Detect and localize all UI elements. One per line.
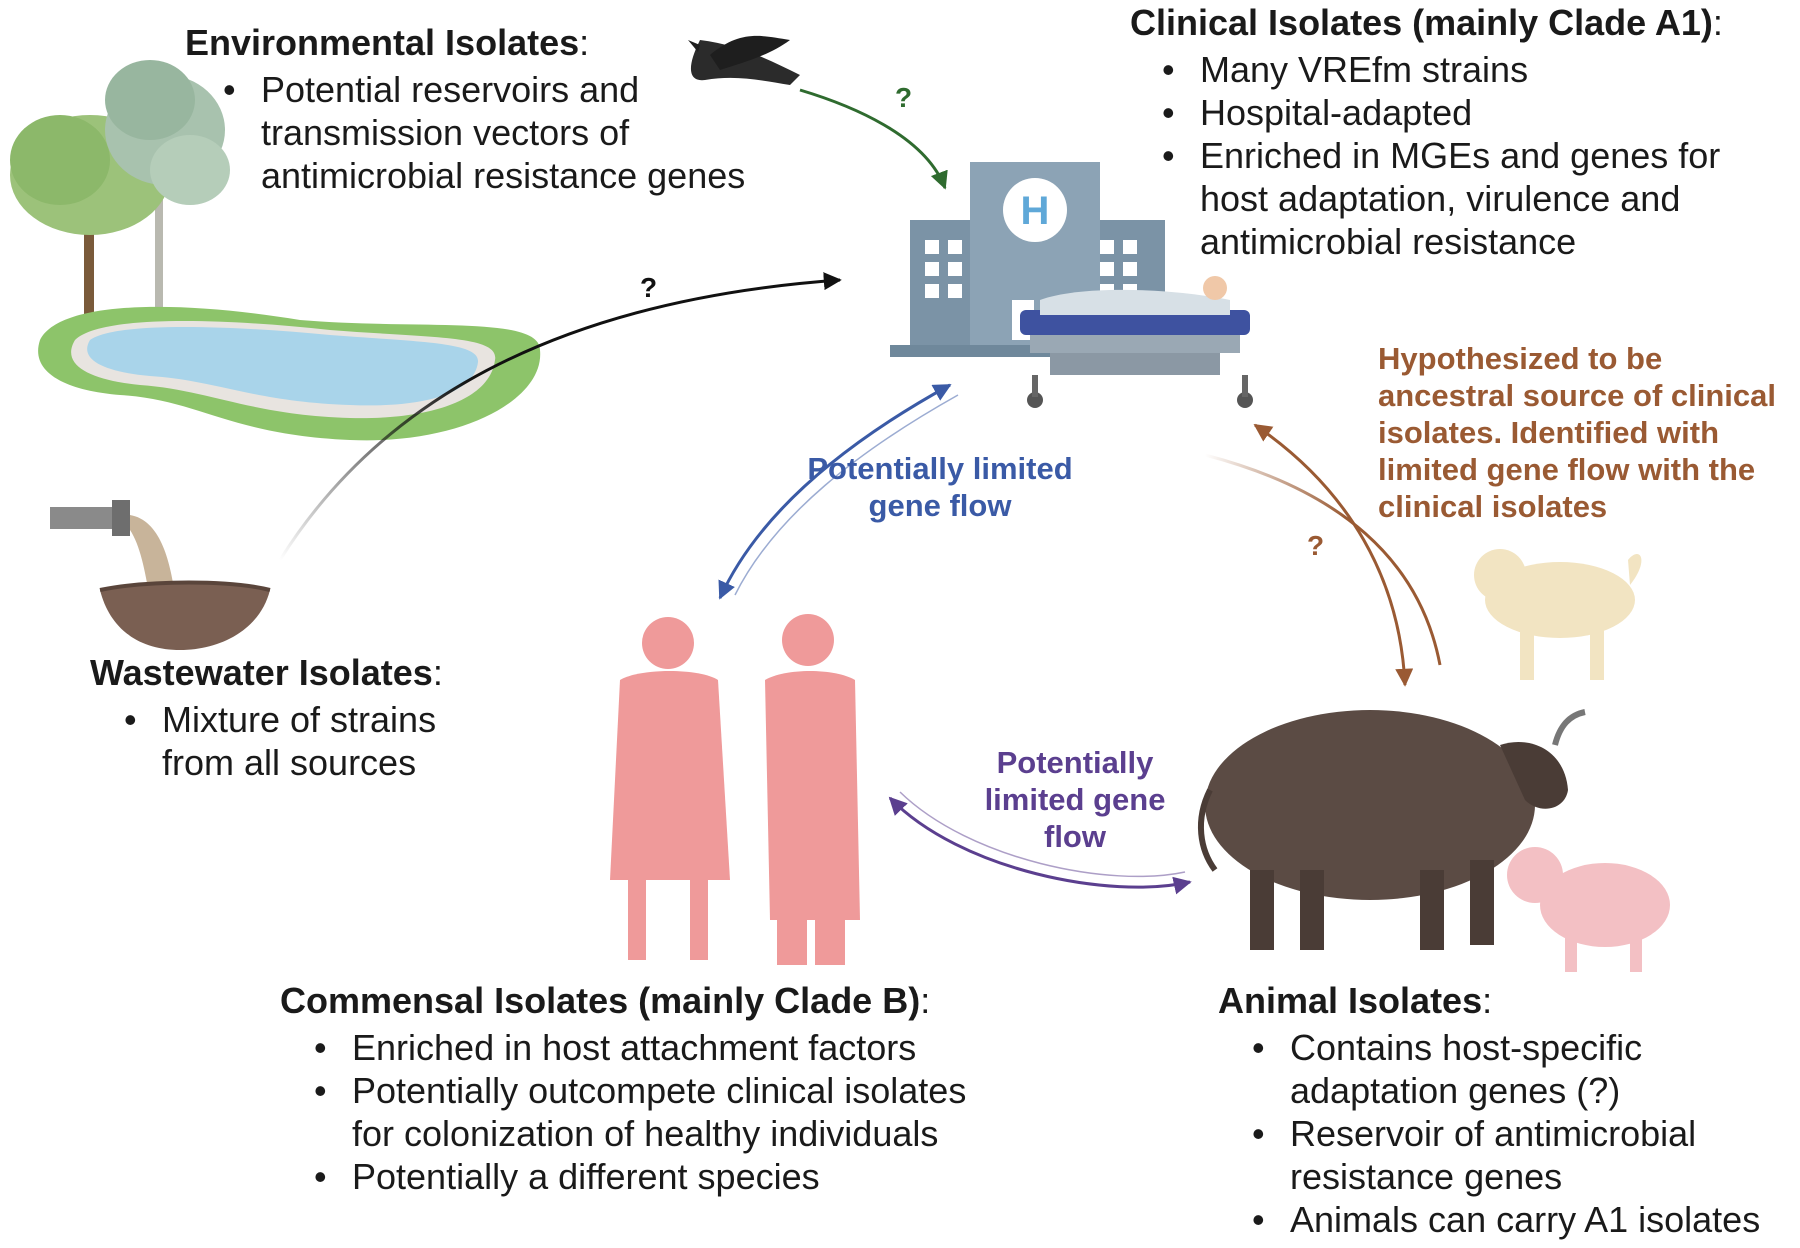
clinical-bullet-2: Hospital-adapted	[1162, 91, 1770, 134]
commensal-block: Commensal Isolates (mainly Clade B): Enr…	[280, 980, 980, 1198]
arrow-environment-to-hospital	[278, 272, 842, 561]
flow-label-hospital-commensal: Potentially limited gene flow	[807, 451, 1073, 523]
wastewater-pipe-icon	[50, 500, 271, 650]
commensal-heading: Commensal Isolates (mainly Clade B)	[280, 980, 921, 1021]
arrow-commensal-animal-b	[899, 791, 1186, 878]
arrow-animal-hospital-faded	[1204, 453, 1442, 666]
animal-bullet-2: Reservoir of antimicrobial resistance ge…	[1252, 1112, 1798, 1198]
arrow-commensal-animal	[888, 796, 1192, 895]
clinical-bullet-3: Enriched in MGEs and genes for host adap…	[1162, 134, 1770, 263]
question-mark-animal: ?	[1307, 530, 1325, 561]
pig-icon	[1507, 847, 1670, 972]
bull-icon	[1197, 709, 1586, 950]
wastewater-bullet-1: Mixture of strains from all sources	[124, 698, 510, 784]
commensal-bullet-1: Enriched in host attachment factors	[314, 1026, 980, 1069]
question-mark-crow: ?	[895, 82, 913, 113]
commensal-bullet-2: Potentially outcompete clinical isolates…	[314, 1069, 980, 1155]
patient-bed-icon	[1020, 276, 1253, 408]
animal-bullet-3: Animals can carry A1 isolates	[1252, 1198, 1798, 1241]
clinical-block: Clinical Isolates (mainly Clade A1): Man…	[1130, 2, 1770, 263]
arrow-hospital-commensal-b	[734, 394, 959, 596]
animal-heading: Animal Isolates	[1218, 980, 1483, 1021]
wastewater-heading: Wastewater Isolates	[90, 652, 433, 693]
pond-icon	[38, 306, 541, 441]
animal-bullet-1: Contains host-specific adaptation genes …	[1252, 1026, 1798, 1112]
wastewater-block: Wastewater Isolates: Mixture of strains …	[90, 652, 510, 784]
commensal-bullet-3: Potentially a different species	[314, 1155, 980, 1198]
flow-label-animal-hospital: Hypothesized to be ancestral source of c…	[1378, 341, 1777, 524]
arrow-animal-hospital	[1253, 423, 1414, 687]
dog-icon	[1474, 549, 1642, 680]
clinical-bullet-1: Many VREfm strains	[1162, 48, 1770, 91]
people-icon	[610, 614, 860, 965]
animal-block: Animal Isolates: Contains host-specific …	[1218, 980, 1798, 1241]
environmental-bullet-1: Potential reservoirs and transmission ve…	[223, 68, 825, 197]
question-mark-wastewater: ?	[640, 272, 658, 303]
clinical-heading: Clinical Isolates (mainly Clade A1)	[1130, 2, 1713, 43]
arrow-hospital-commensal-a	[718, 383, 952, 600]
flow-label-commensal-animal: Potentially limited gene flow	[984, 745, 1166, 854]
svg-text:H: H	[1021, 189, 1050, 233]
environmental-heading: Environmental Isolates	[185, 22, 580, 63]
tree-icon	[10, 60, 230, 330]
environmental-block: Environmental Isolates: Potential reserv…	[185, 22, 825, 197]
